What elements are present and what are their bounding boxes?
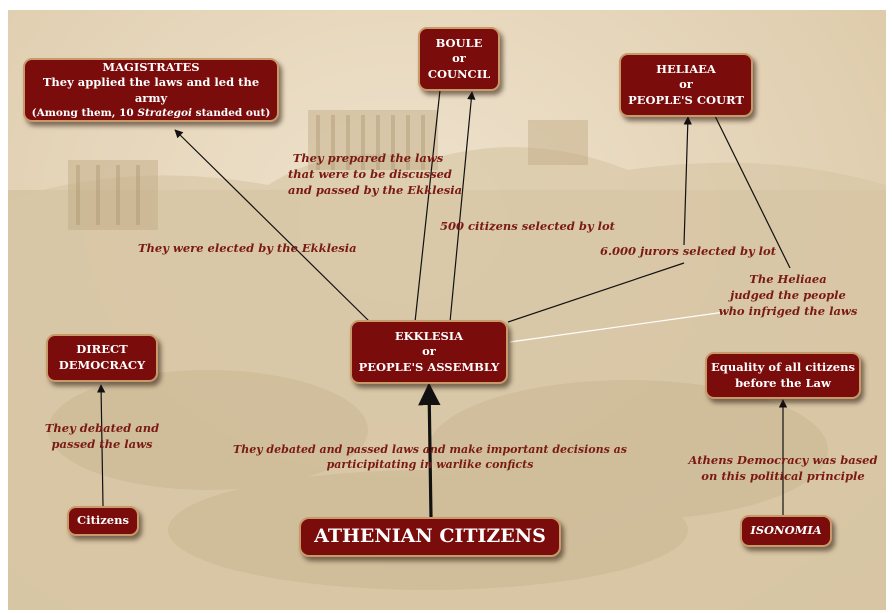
label-prepared-line1: They prepared the laws	[292, 151, 444, 165]
citizens-label: Citizens	[77, 513, 129, 528]
label-debated-direct-line1: They debated and	[44, 421, 160, 435]
label-6000-jurors: 6.000 jurors selected by lot	[600, 243, 777, 259]
isonomia-box: ISONOMIA	[740, 515, 832, 547]
heliaea-line2: or	[679, 77, 693, 92]
direct-democracy-line2: DEMOCRACY	[58, 358, 146, 372]
label-500-text: 500 citizens selected by lot	[440, 219, 615, 233]
label-athens-based-line1: Athens Democracy was based	[688, 453, 878, 467]
direct-democracy-line1: DIRECT	[76, 342, 128, 357]
magistrates-line2-em: Strategoi	[137, 107, 192, 120]
magistrates-box: MAGISTRATES They applied the laws and le…	[23, 58, 279, 122]
boule-line2: or	[452, 51, 466, 66]
ekklesia-line2: or	[422, 344, 436, 359]
athenian-citizens-label: ATHENIAN CITIZENS	[314, 525, 546, 548]
label-prepared-line2: that were to be discussed	[288, 167, 452, 182]
direct-democracy-box: DIRECT DEMOCRACY	[46, 334, 158, 382]
label-debated-main-line1: They debated and passed laws and make im…	[233, 443, 627, 456]
label-debated-main-line2: participitating in warlike conficts	[326, 458, 534, 472]
citizens-box: Citizens	[67, 506, 139, 536]
equality-line1: Equality of all citizens	[711, 359, 855, 374]
label-elected-text: They were elected by the Ekklesia	[138, 241, 357, 255]
label-500-citizens: 500 citizens selected by lot	[440, 218, 615, 234]
boule-box: BOULE or COUNCIL	[418, 27, 500, 91]
boule-line1: BOULE	[435, 35, 483, 50]
heliaea-line1: HELIAEA	[656, 61, 716, 76]
label-debated-direct-line2: passed the laws	[51, 437, 153, 452]
isonomia-label: ISONOMIA	[750, 523, 822, 538]
label-athens-based-line2: on this political principle	[701, 469, 865, 484]
label-judged-line1: The Heliaea	[749, 272, 827, 286]
boule-line3: COUNCIL	[427, 66, 491, 81]
heliaea-line3: PEOPLE'S COURT	[628, 92, 744, 107]
label-prepared-line3: and passed by the Ekklesia	[288, 183, 463, 198]
label-athens-based: Athens Democracy was based on this polit…	[688, 452, 878, 484]
label-debated-main: They debated and passed laws and make im…	[230, 442, 630, 473]
ekklesia-box: EKKLESIA or PEOPLE'S ASSEMBLY	[350, 320, 508, 384]
magistrates-line2-post: standed out)	[192, 107, 271, 120]
magistrates-title: MAGISTRATES	[102, 59, 200, 74]
heliaea-box: HELIAEA or PEOPLE'S COURT	[619, 53, 753, 117]
label-heliaea-judged: The Heliaea judged the people who infrig…	[718, 271, 858, 319]
label-judged-line3: who infriged the laws	[718, 304, 858, 319]
magistrates-line2: (Among them, 10 Strategoi standed out)	[32, 106, 271, 120]
ekklesia-line1: EKKLESIA	[394, 328, 464, 343]
label-elected-by-ekklesia: They were elected by the Ekklesia	[138, 240, 357, 256]
label-prepared-laws: They prepared the laws that were to be d…	[288, 150, 463, 198]
magistrates-line1: They applied the laws and led the army	[42, 75, 260, 105]
equality-box: Equality of all citizens before the Law	[705, 352, 861, 399]
athenian-citizens-box: ATHENIAN CITIZENS	[299, 517, 561, 557]
label-jurors-text: 6.000 jurors selected by lot	[600, 244, 777, 258]
label-judged-line2: judged the people	[730, 288, 846, 303]
label-debated-direct: They debated and passed the laws	[37, 420, 167, 452]
ekklesia-line3: PEOPLE'S ASSEMBLY	[358, 359, 500, 374]
magistrates-line2-pre: (Among them, 10	[31, 107, 138, 120]
equality-line2: before the Law	[735, 375, 831, 390]
